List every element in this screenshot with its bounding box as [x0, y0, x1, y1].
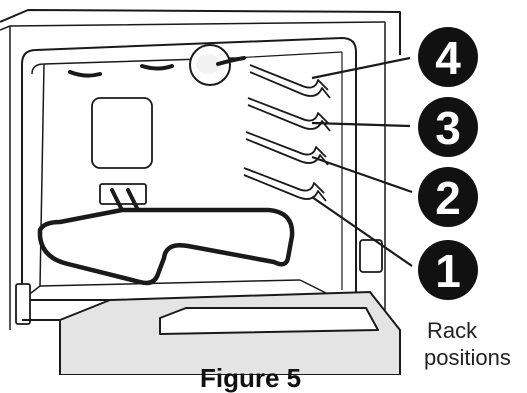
vent-panel	[91, 97, 153, 169]
rack-guide-4	[249, 64, 331, 99]
rack-position-badges: 4 3 2 1	[418, 27, 478, 300]
leader-line-2	[311, 155, 413, 194]
leader-line-4	[311, 56, 411, 80]
rack-position-number: 1	[435, 245, 461, 297]
rack-guide-3	[247, 97, 331, 132]
rack-caption-line2: positions	[424, 345, 511, 370]
bake-element	[37, 183, 295, 286]
oven-door	[22, 291, 401, 375]
rack-guide-1	[243, 167, 327, 202]
rack-position-number: 3	[435, 102, 461, 154]
leader-lines	[311, 56, 413, 267]
oven-cavity	[21, 37, 357, 301]
oven-light	[189, 44, 231, 86]
rack-position-1: 1	[418, 240, 478, 300]
rack-caption-line1: Rack	[427, 318, 478, 343]
rack-guide-2	[245, 131, 329, 166]
rack-position-number: 4	[435, 32, 461, 84]
door-hinges	[15, 239, 383, 325]
oven-interior-diagram: 4 3 2 1	[0, 9, 478, 375]
leader-line-3	[311, 121, 411, 128]
leader-line-1	[311, 196, 413, 267]
rack-supports	[243, 64, 331, 202]
rack-position-2: 2	[418, 167, 478, 227]
broil-element	[68, 56, 246, 78]
figure-label: Figure 5	[200, 363, 302, 393]
rack-position-4: 4	[418, 27, 478, 87]
rack-position-number: 2	[435, 172, 461, 224]
rack-position-3: 3	[418, 97, 478, 157]
oven-frame	[0, 9, 401, 330]
